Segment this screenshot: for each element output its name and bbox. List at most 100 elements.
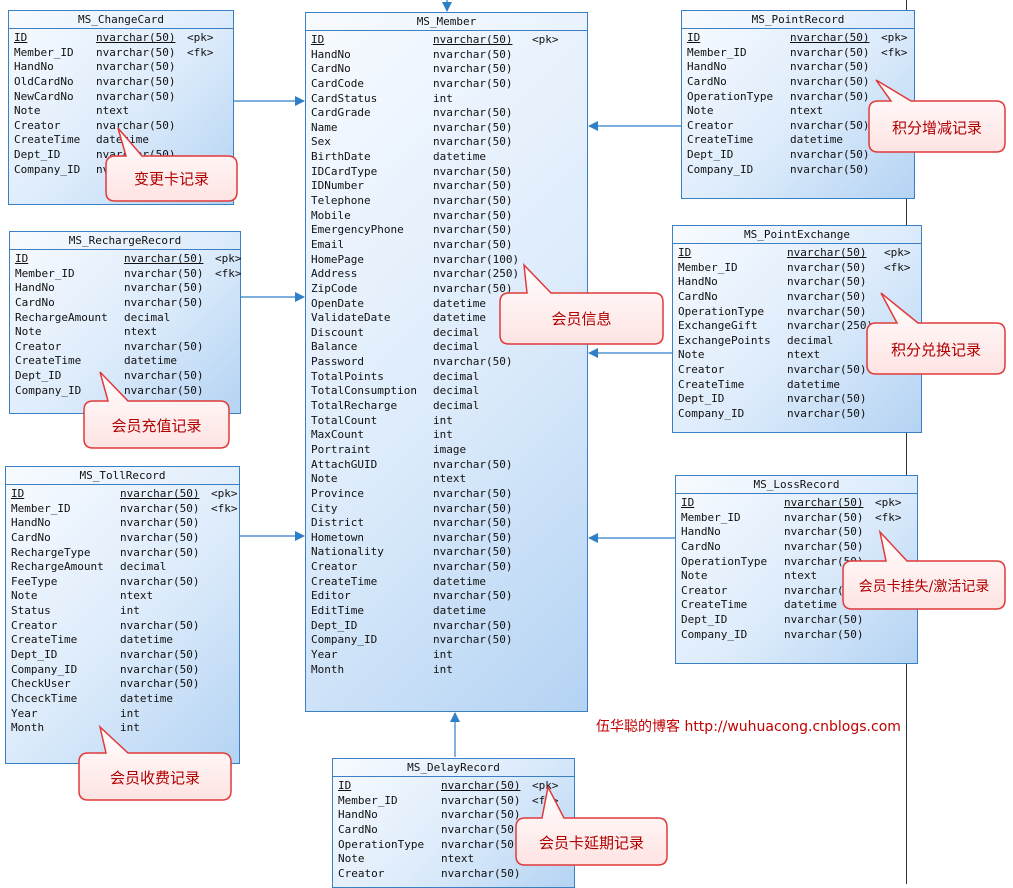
entity-title: MS_LossRecord [676,476,917,494]
column-type: nvarchar(50) [784,627,864,641]
column-name: Creator [678,363,725,377]
column-name: Creator [15,339,62,353]
column-name: Balance [311,340,358,354]
column-name: BirthDate [311,150,371,164]
column-name: Year [311,647,338,661]
column-name: Dept_ID [678,392,725,406]
column-type: decimal [433,399,480,413]
column-type: ntext [433,472,467,486]
column-name: Dept_ID [681,613,728,627]
column-name: Month [11,721,45,735]
callout-bubble-changecard [105,127,238,202]
column-name: Month [311,662,345,676]
column-type: nvarchar(50) [96,60,176,74]
column-type: ntext [96,104,130,118]
column-type: nvarchar(50) [120,487,200,500]
column-type: nvarchar(50) [120,530,200,544]
column-name: Status [11,604,51,618]
column-type: nvarchar(100) [433,252,520,266]
callout-bubble-pointrecord [868,79,1006,153]
column-name: HandNo [11,516,51,530]
column-type: int [433,91,453,105]
column-type: ntext [120,589,154,603]
column-type: nvarchar(50) [124,383,204,397]
column-name: CreateTime [311,574,378,588]
column-name: HandNo [681,525,721,539]
column-key: <fk> [187,45,214,59]
column-name: CardNo [687,74,727,88]
column-type: ntext [124,325,158,339]
column-name: Hometown [311,530,364,544]
entity-title: MS_DelayRecord [333,759,574,777]
column-name: HomePage [311,252,364,266]
entity-rows: IDnvarchar(50)<pk>Member_IDnvarchar(50)<… [333,777,574,881]
column-type: decimal [433,369,480,383]
column-type: datetime [433,296,486,310]
column-name: CreateTime [14,133,81,147]
column-type: nvarchar(50) [441,866,521,880]
column-type: nvarchar(50) [96,89,176,103]
column-name: HandNo [15,281,55,295]
column-type: nvarchar(50) [790,148,870,162]
column-name: Company_ID [687,162,754,176]
column-type: nvarchar(50) [120,618,200,632]
column-name: Editor [311,589,351,603]
column-type: nvarchar(50) [433,501,513,515]
column-type: nvarchar(50) [433,164,513,178]
column-type: nvarchar(50) [787,289,867,303]
column-type: datetime [124,354,177,368]
column-name: CardStatus [311,91,378,105]
column-type: nvarchar(50) [433,120,513,134]
column-type: datetime [433,311,486,325]
column-name: Telephone [311,194,371,208]
column-name: OperationType [681,554,768,568]
column-name: CheckUser [11,677,71,691]
column-type: datetime [787,377,840,391]
column-type: nvarchar(50) [120,648,200,662]
column-row: Dept_ID nvarchar(50) [681,613,917,628]
column-name: OperationType [687,89,774,103]
column-name: Company_ID [14,162,81,176]
column-name: Note [14,104,41,118]
column-key: <fk> [215,266,242,280]
column-type: nvarchar(50) [124,252,204,265]
blog-credit: 伍华聪的博客 http://wuhuacong.cnblogs.com [596,719,901,735]
column-type: decimal [124,310,171,324]
column-name: ID [678,246,692,259]
column-type: nvarchar(50) [784,613,864,627]
